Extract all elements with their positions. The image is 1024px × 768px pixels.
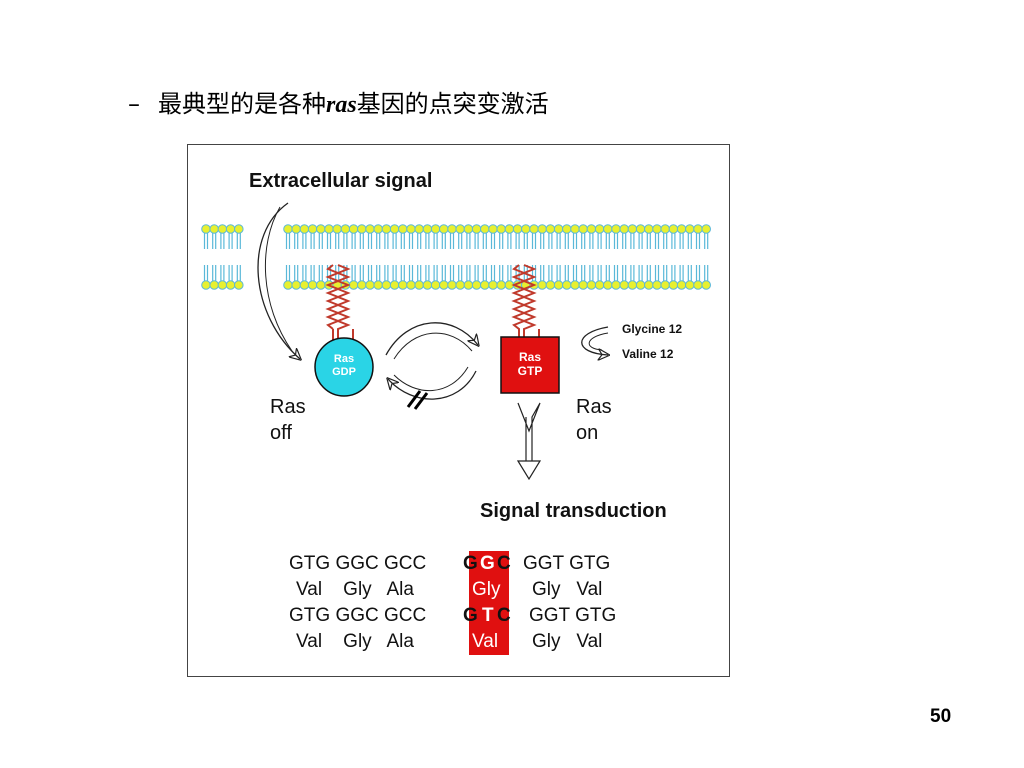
seq1-post: GGT GTG	[523, 553, 610, 574]
seq3-base3: C	[497, 605, 511, 626]
page-number: 50	[930, 706, 952, 727]
signal-arrow	[257, 202, 300, 359]
mutation-arrow	[581, 326, 608, 355]
seq4-highlight: Val	[472, 631, 498, 652]
seq1-base3: C	[497, 553, 511, 574]
seq1-pre: GTG GGC GCC	[289, 553, 426, 574]
ras-gtp-label-2: GTP	[518, 364, 543, 378]
inactivation-arrow	[388, 370, 477, 400]
sequence-row-2: Val Gly Ala Gly Gly Val	[188, 579, 629, 600]
seq1-base2: G	[480, 553, 495, 574]
ras-gtp-anchor-spring	[511, 264, 540, 337]
bullet-text-post: 基因的点突变激活	[356, 90, 549, 118]
seq3-base1: G	[463, 605, 478, 626]
activation-arrow-outline	[393, 332, 473, 360]
ras-gdp-label-1: Ras	[334, 353, 354, 365]
seq3-post: GGT GTG	[529, 605, 616, 626]
bullet-line: –最典型的是各种ras基因的点突变激活	[128, 84, 549, 119]
extracellular-signal-label: Extracellular signal	[249, 170, 432, 192]
ras-off-label-2: off	[270, 422, 292, 444]
codon-12-highlight	[469, 551, 509, 655]
bullet-text-ras: ras	[326, 92, 357, 118]
sequence-row-4: Val Gly Ala Val Gly Val	[188, 631, 629, 652]
seq2-post: Gly Val	[532, 579, 602, 600]
bullet-text-pre: 最典型的是各种	[158, 90, 326, 118]
ras-gdp-label-2: GDP	[332, 366, 356, 378]
ras-gtp-node	[500, 336, 560, 394]
ras-on-label-2: on	[576, 422, 598, 444]
mutation-arrow-outline	[588, 332, 609, 351]
signal-transduction-label: Signal transduction	[480, 500, 667, 522]
bullet-dash: –	[128, 90, 140, 118]
seq4-pre: Val Gly Ala	[296, 631, 414, 652]
seq1-base1: G	[463, 553, 478, 574]
valine-12-label: Valine 12	[622, 347, 674, 361]
ras-diagram-svg: Extracellular signal Ras GDP Ras GTP Gly…	[188, 170, 712, 655]
ras-gdp-anchor-spring	[325, 264, 354, 340]
downstream-arrow	[516, 402, 542, 481]
blocked-mark	[406, 390, 429, 410]
signal-arrow-outline	[264, 206, 293, 352]
seq4-post: Gly Val	[532, 631, 602, 652]
ras-on-label-1: Ras	[576, 396, 612, 418]
inactivation-arrow-outline	[393, 366, 469, 392]
ras-diagram-figure: Extracellular signal Ras GDP Ras GTP Gly…	[187, 144, 730, 677]
ras-gdp-node	[314, 337, 374, 397]
seq3-pre: GTG GGC GCC	[289, 605, 426, 626]
ras-gtp-label-1: Ras	[519, 350, 541, 364]
sequence-row-3: GTG GGC GCC G T C GGT GTG	[289, 605, 616, 626]
glycine-12-label: Glycine 12	[622, 322, 682, 336]
ras-off-label-1: Ras	[270, 396, 306, 418]
seq2-pre: Val Gly Ala	[296, 579, 414, 600]
cell-membrane	[201, 224, 712, 290]
sequence-row-1: GTG GGC GCC G G C GGT GTG	[289, 553, 610, 574]
activation-arrow	[385, 322, 478, 356]
seq3-base2: T	[482, 605, 494, 626]
seq2-highlight: Gly	[472, 579, 501, 600]
